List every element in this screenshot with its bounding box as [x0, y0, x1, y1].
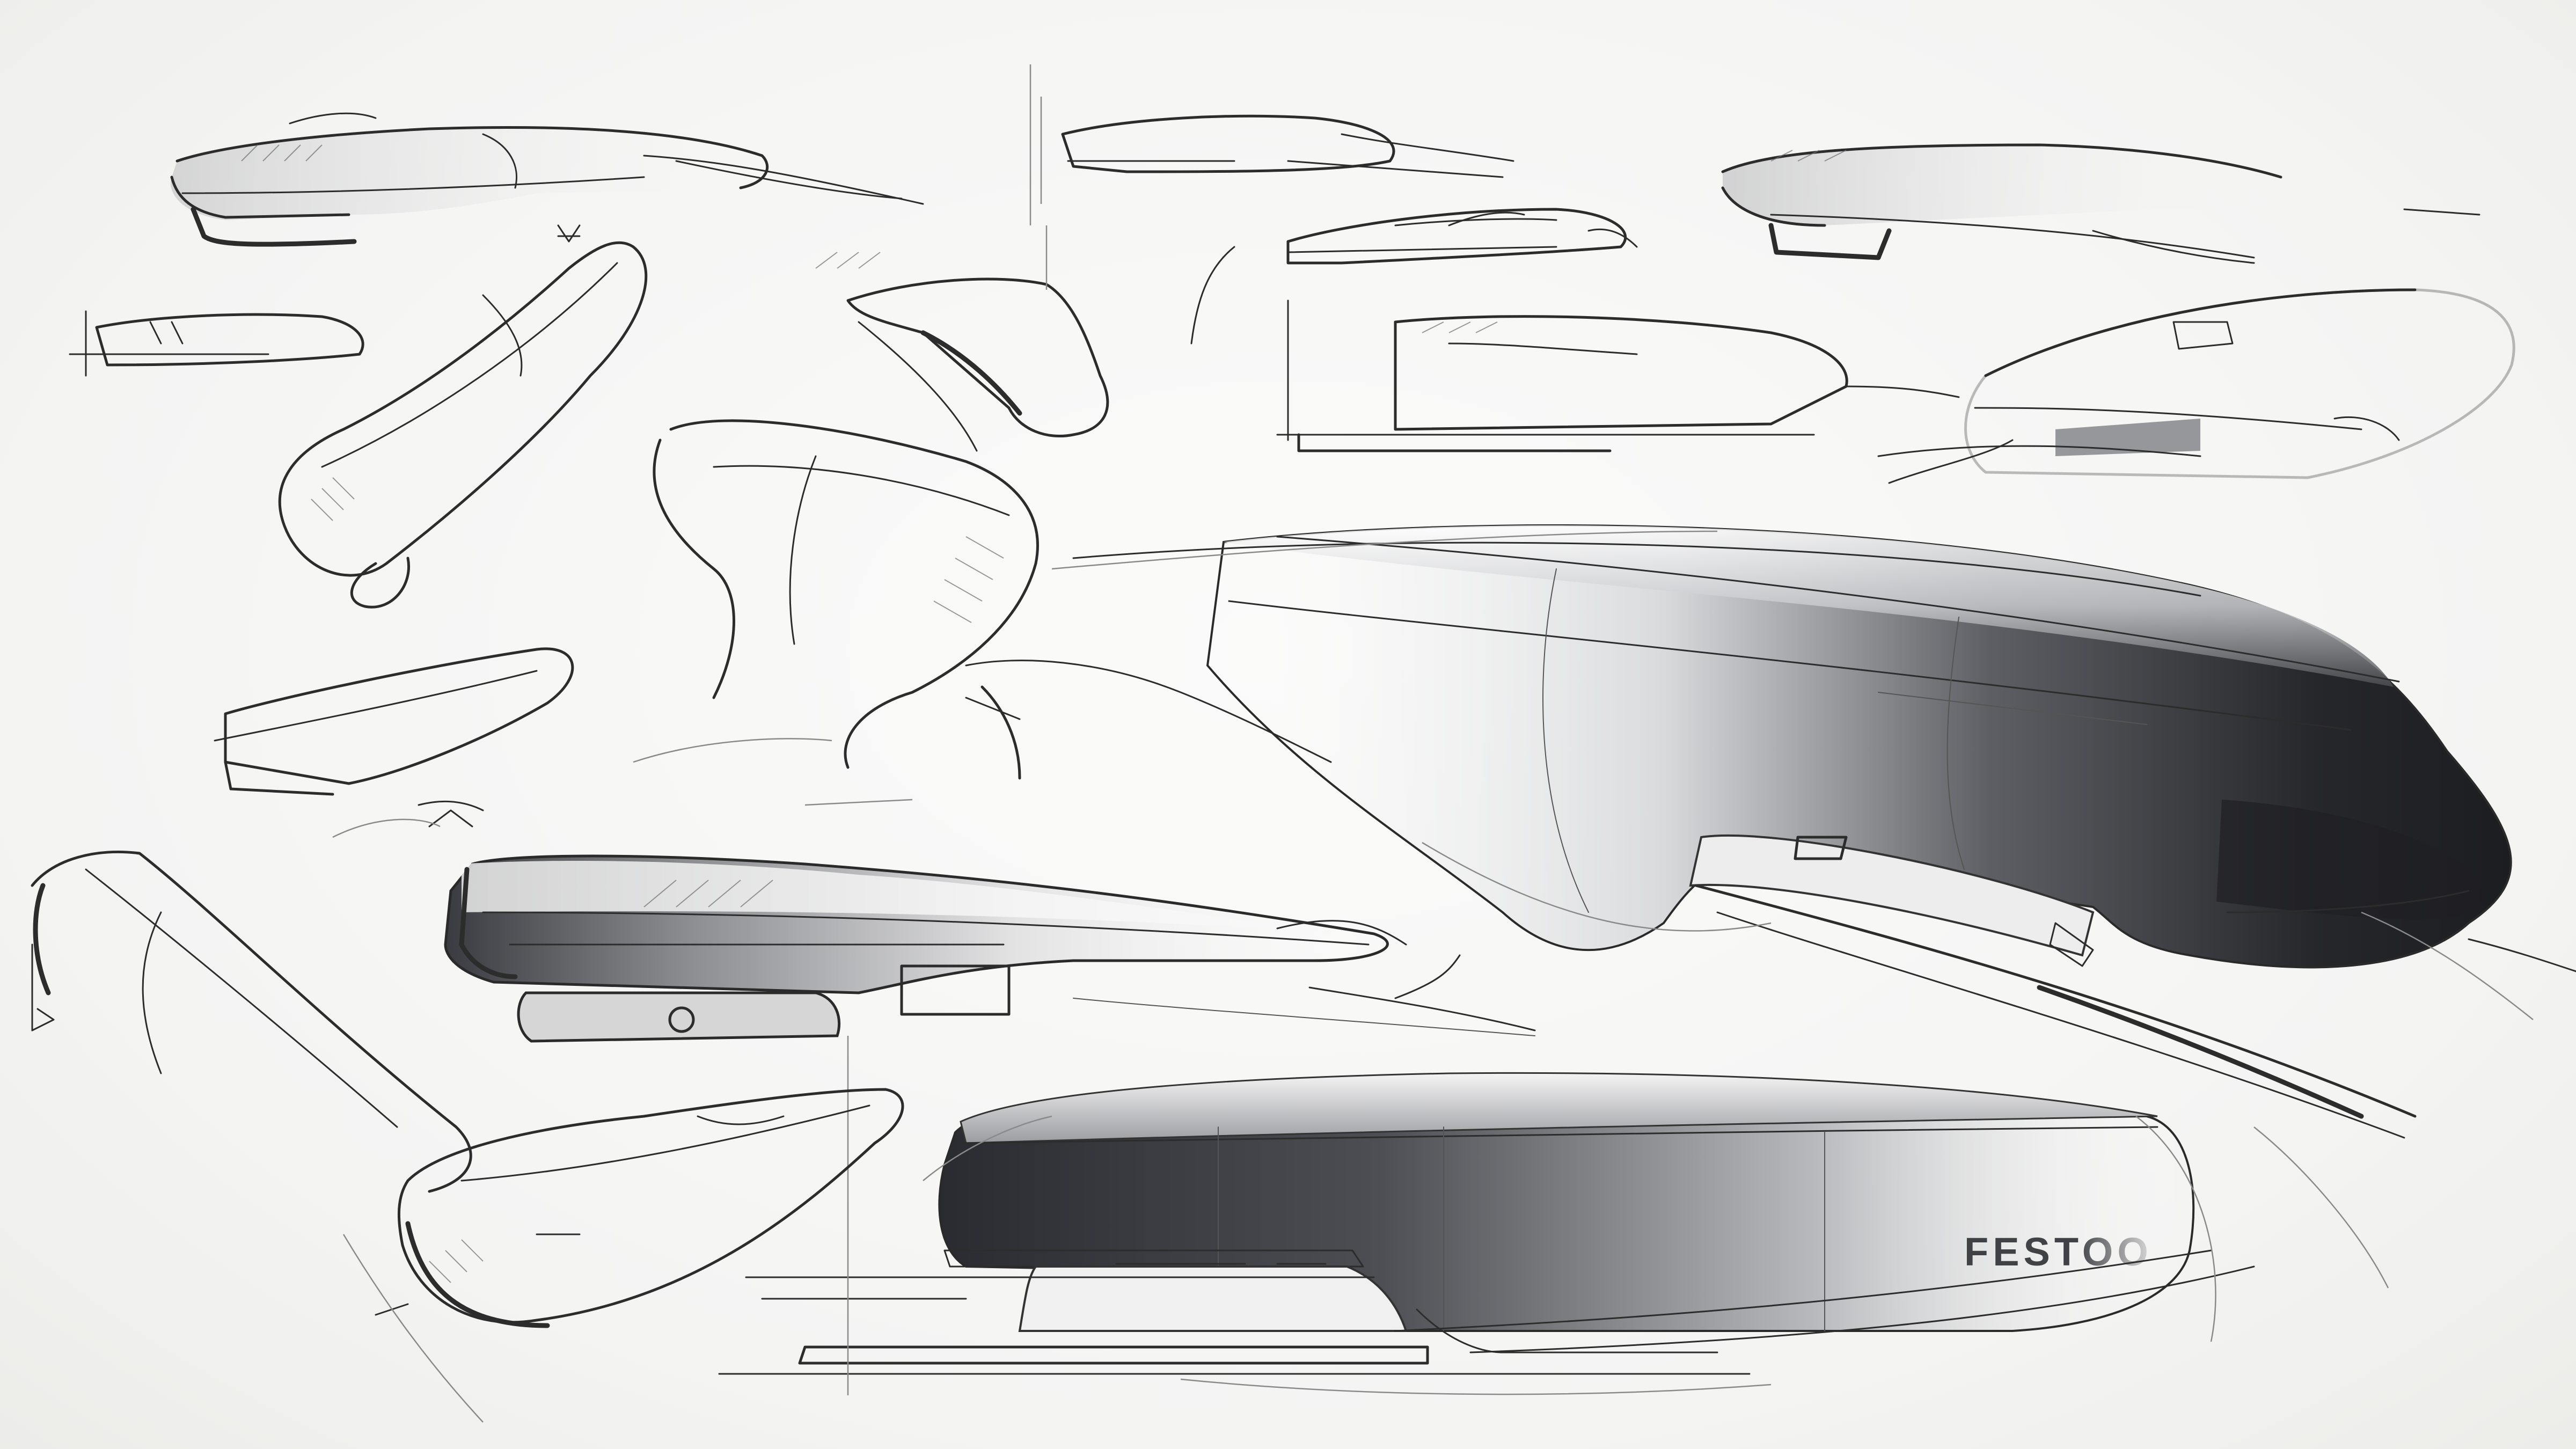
- bottom-left-profile-sketch: [31, 851, 472, 1193]
- bottom-rendered-device: [718, 1036, 2255, 1395]
- top-middle-small-device: [1190, 208, 1638, 345]
- top-center-thin-device: [1029, 64, 1514, 225]
- top-left-device-sketch: [170, 112, 924, 247]
- middle-shaded-device: [444, 854, 1536, 1043]
- side-view-carriage-sketch: [1276, 299, 1960, 452]
- brand-logo-text: FESTOO: [1964, 1230, 2153, 1274]
- bracket-sketch: [815, 225, 1109, 452]
- top-right-device-sketch: [1721, 143, 2480, 264]
- stray-construction-lines: [332, 738, 2534, 1289]
- right-perspective-device-sketch: [1877, 288, 2515, 484]
- curved-handle-sketch: [278, 241, 648, 609]
- small-left-device-sketch: [69, 310, 364, 377]
- left-lower-device-sketches: [214, 647, 1332, 828]
- bottom-left-rounded-device: [342, 1088, 904, 1423]
- large-rendered-device: [1051, 524, 2576, 1139]
- grip-handle-sketch: [653, 419, 1039, 769]
